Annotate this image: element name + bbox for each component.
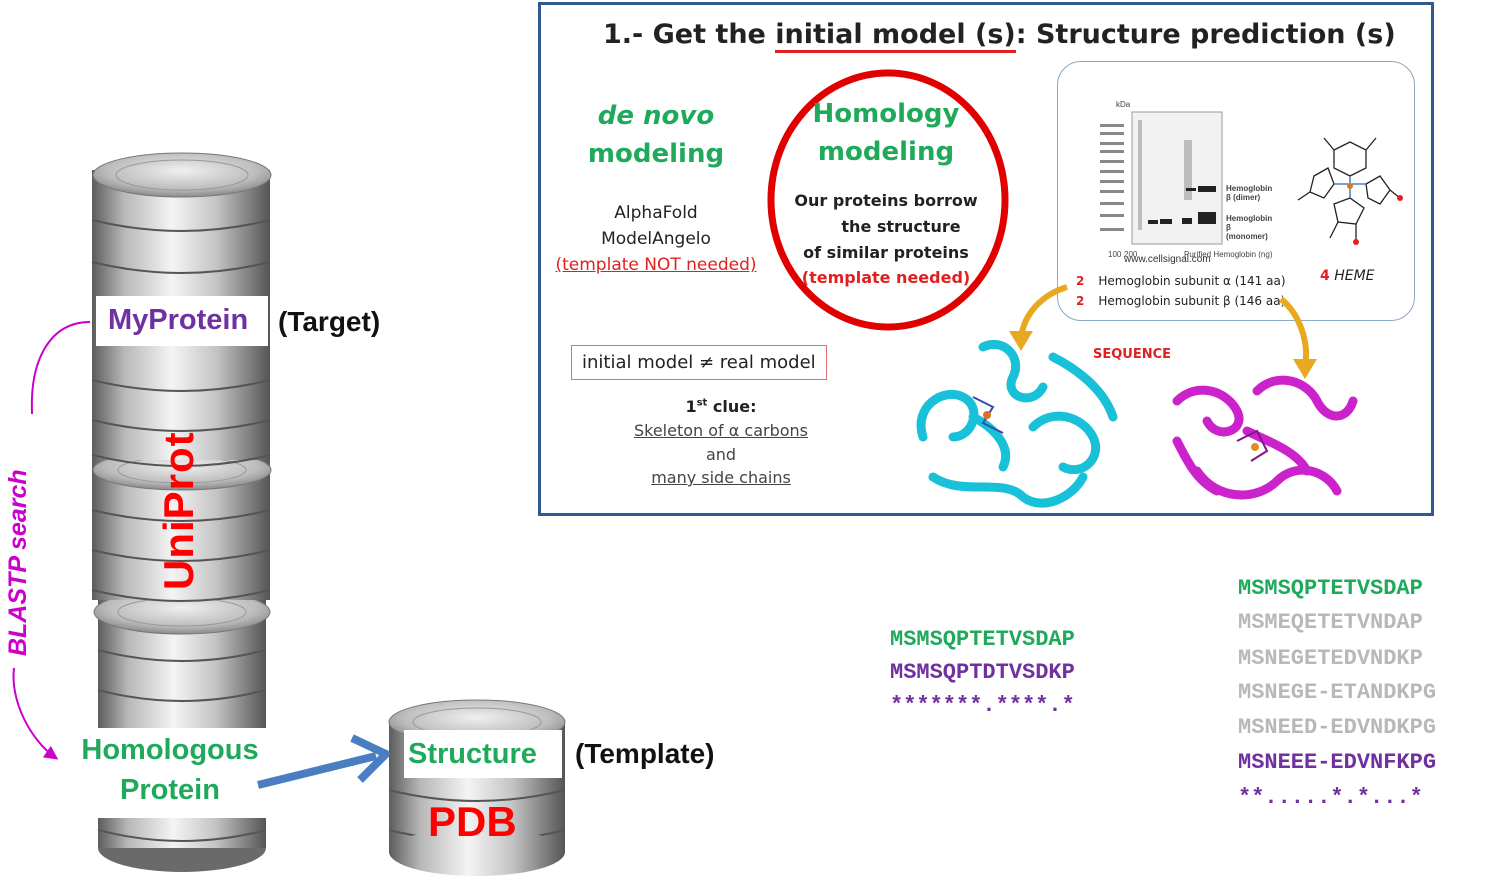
heme-text: HEME <box>1334 268 1375 284</box>
magenta-protein-structure <box>1172 375 1358 500</box>
subunit-beta-count: 2 <box>1076 294 1085 308</box>
structure-prediction-slide: 1.- Get the initial model (s): Structure… <box>538 2 1434 516</box>
clue-word: clue: <box>707 397 757 416</box>
subunit-alpha-row: 2 Hemoglobin subunit α (141 aa) <box>1076 274 1286 288</box>
clue-number: 1 <box>685 397 697 416</box>
initial-vs-real-box: initial model ≠ real model <box>571 345 827 380</box>
heme-label: 4 HEME <box>1320 268 1375 284</box>
subunit-alpha-label: Hemoglobin subunit α (141 aa) <box>1098 274 1286 288</box>
clue-line3: many side chains <box>651 468 791 487</box>
denovo-heading-line2: modeling <box>587 139 725 169</box>
sequence-to-structure-arrows <box>1009 284 1317 379</box>
denovo-tool-alphafold: AlphaFold <box>614 203 698 223</box>
gel-axis-label: Purified Hemoglobin (ng) <box>1184 250 1273 259</box>
msa-seq-1: MSMSQPTETVSDAP <box>1238 576 1423 601</box>
msa-consensus: **.....*.*...* <box>1238 785 1423 810</box>
subunit-alpha-count: 2 <box>1076 274 1085 288</box>
uniprot-database-label: UniProt <box>155 431 202 590</box>
slide-title: 1.- Get the initial model (s): Structure… <box>603 19 1396 53</box>
template-tag: (Template) <box>575 738 715 769</box>
homologous-protein-line2: Protein <box>120 774 220 806</box>
homology-desc-1: Our proteins borrow <box>794 191 978 210</box>
clue-line2: and <box>705 445 737 464</box>
pairwise-consensus: *******.****.* <box>890 693 1075 718</box>
sequence-label: SEQUENCE <box>1093 347 1172 362</box>
homology-template-note: (template needed) <box>801 268 971 287</box>
slide-title-suffix: : Structure prediction (s) <box>1015 19 1396 50</box>
msa-seq-4: MSNEGE-ETANDKPG <box>1238 680 1437 705</box>
template-arrow-head <box>350 734 390 783</box>
gel-kda-label: kDa <box>1116 100 1131 109</box>
pdb-database-label: PDB <box>428 798 517 845</box>
homology-desc-2: the structure <box>841 217 961 236</box>
denovo-template-note: (template NOT needed) <box>555 255 757 275</box>
homology-highlight-circle <box>767 69 1009 331</box>
clue-superscript: st <box>696 397 708 409</box>
slide-title-underlined: initial model (s) <box>775 19 1016 53</box>
denovo-heading-line1: de novo <box>597 101 715 131</box>
target-protein-label: MyProtein <box>108 304 249 336</box>
slide-title-prefix: 1.- Get the <box>603 19 776 50</box>
homologous-protein-line1: Homologous <box>81 734 259 766</box>
msa-seq-6: MSNEEE-EDVNFKPG <box>1238 750 1437 775</box>
subunit-beta-label: Hemoglobin subunit β (146 aa) <box>1098 294 1286 308</box>
gel-source: www.cellsignal.com <box>1124 254 1211 265</box>
hemoglobin-info-box: kDa 100 200 Purified Hemoglobin (ng) Hem… <box>1057 61 1415 321</box>
blastp-arrow-tail <box>12 667 59 760</box>
template-arrow-shaft <box>257 752 377 789</box>
homology-heading-line2: modeling <box>817 137 955 167</box>
pairwise-seq-2: MSMSQPTDTVSDKP <box>890 660 1075 685</box>
homology-desc-3: of similar proteins <box>803 243 969 262</box>
homologous-label-panel <box>74 728 266 818</box>
msa-seq-3: MSNEGETEDVNDKP <box>1238 646 1423 671</box>
msa-seq-2: MSMEQETETVNDAP <box>1238 610 1423 635</box>
denovo-tool-modelangelo: ModelAngelo <box>601 229 711 249</box>
clue-line1: Skeleton of α carbons <box>633 421 808 440</box>
gel-amount-100: 100 <box>1108 250 1122 259</box>
western-blot-gel-image <box>1100 111 1223 245</box>
target-label-panel <box>96 296 268 346</box>
heme-molecule-image <box>1297 137 1403 245</box>
pairwise-seq-1: MSMSQPTETVSDAP <box>890 627 1075 652</box>
target-tag: (Target) <box>278 306 381 337</box>
gel-dimer-label: Hemoglobin β (dimer) <box>1226 184 1273 202</box>
blastp-search-label: BLASTP search <box>4 469 32 656</box>
subunit-beta-row: 2 Hemoglobin subunit β (146 aa) <box>1076 294 1285 308</box>
blastp-search-arrow <box>30 321 91 414</box>
heme-count: 4 <box>1320 268 1330 284</box>
gel-amount-200: 200 <box>1124 250 1138 259</box>
structure-label: Structure <box>408 738 537 770</box>
homology-heading-line1: Homology <box>812 99 960 129</box>
first-clue-heading: 1st clue: <box>621 397 821 416</box>
msa-seq-5: MSNEED-EDVNDKPG <box>1238 715 1437 740</box>
uniprot-database-stack <box>91 152 272 872</box>
gel-monomer-label: Hemoglobin β (monomer) <box>1226 214 1273 241</box>
cyan-protein-structure <box>916 339 1118 508</box>
pdb-database-cylinder <box>388 699 566 876</box>
structure-label-panel <box>404 730 562 778</box>
